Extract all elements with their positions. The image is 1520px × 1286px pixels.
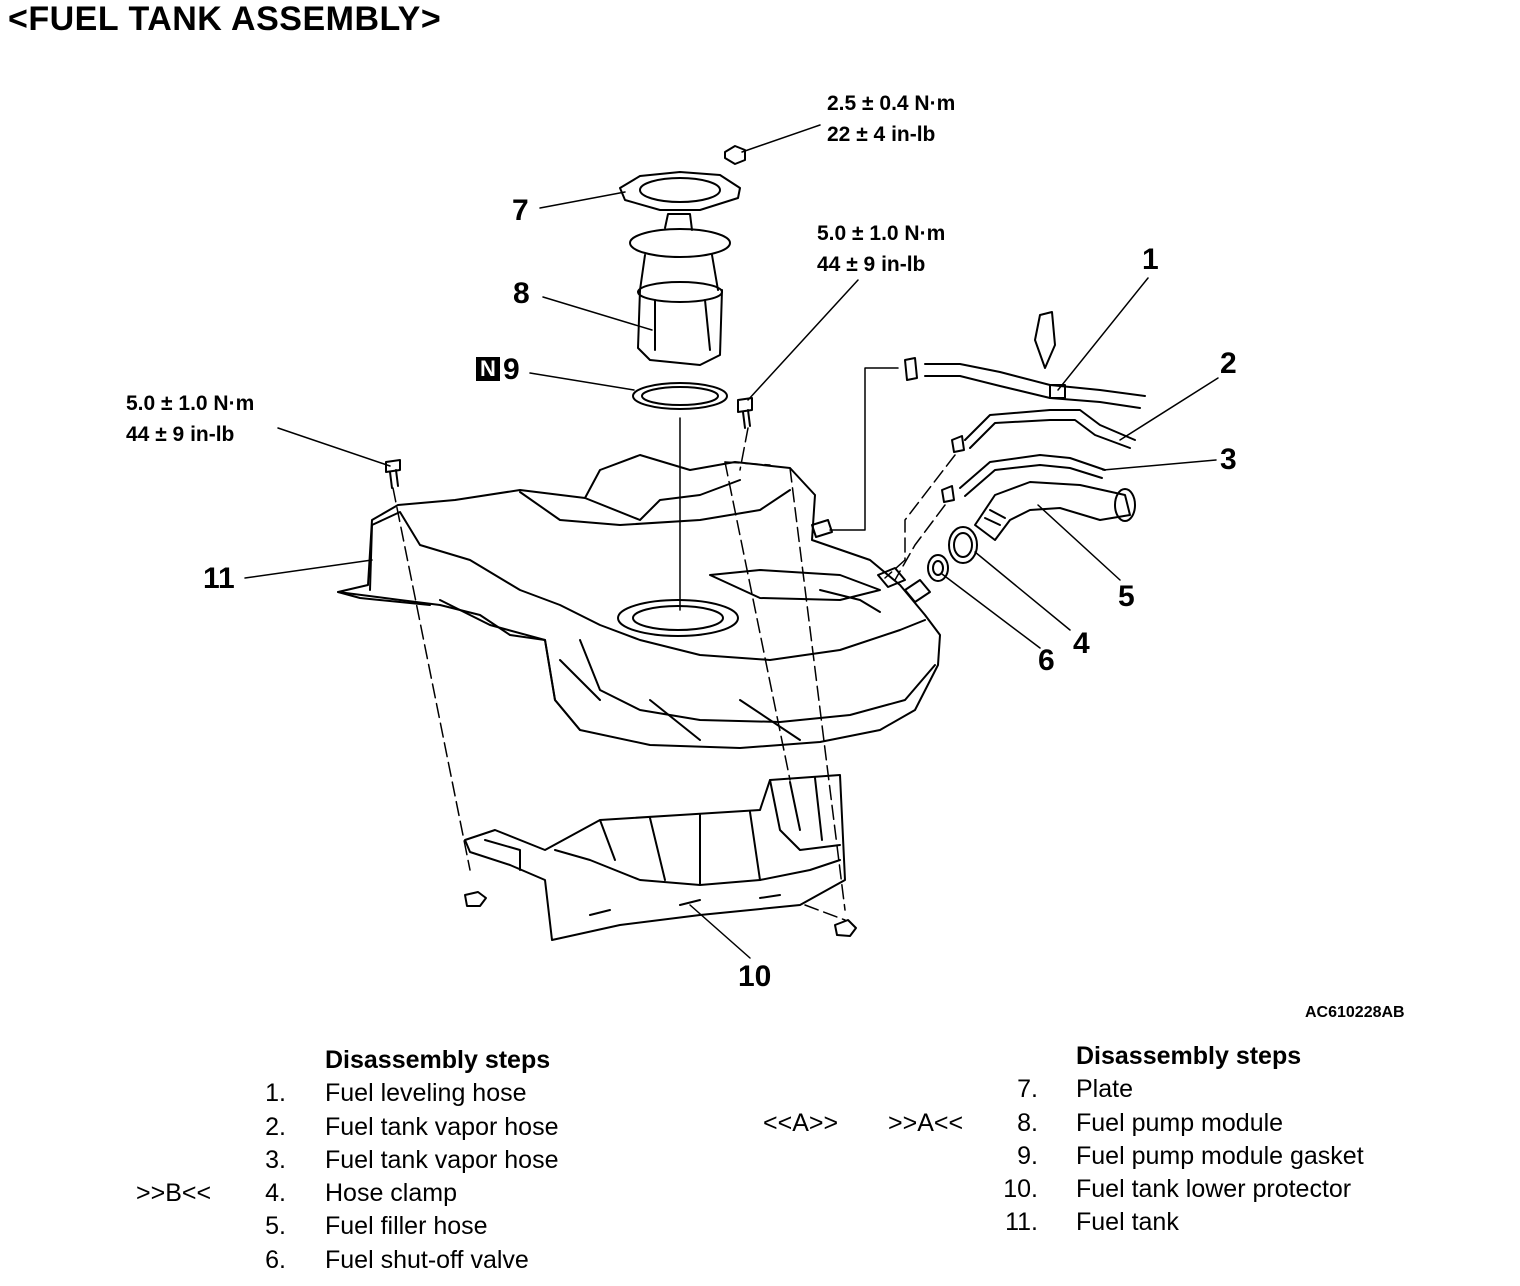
step-number: 7.	[1017, 1075, 1038, 1104]
step-label: Fuel leveling hose	[325, 1079, 527, 1108]
step-row: 3. Fuel tank vapor hose	[0, 1144, 700, 1177]
fuel-pump-module-gasket	[632, 382, 728, 410]
right-steps-heading: Disassembly steps	[1076, 1042, 1302, 1070]
fuel-tank-vapor-hose-2	[951, 409, 1136, 453]
callout-1: 1	[1142, 243, 1159, 276]
plate-nut	[724, 145, 746, 165]
step-row: <<A>> >>A<< 8. Fuel pump module	[0, 1107, 1520, 1140]
install-mark: >>A<<	[888, 1108, 964, 1137]
step-number: 4.	[265, 1179, 286, 1208]
callout-11: 11	[203, 562, 235, 595]
torque-nm: 2.5 ± 0.4 N·m	[827, 92, 956, 115]
step-row: 11. Fuel tank	[0, 1206, 1520, 1239]
right-bolt	[737, 397, 753, 429]
torque-inlb: 44 ± 9 in-lb	[817, 253, 926, 276]
step-label: Fuel shut-off valve	[325, 1245, 529, 1274]
step-mark: >>B<<	[136, 1179, 212, 1208]
torque-left-bolt: 5.0 ± 1.0 N·m 44 ± 9 in-lb	[126, 388, 254, 450]
assembly-guide-lines	[392, 427, 956, 921]
step-row: 9. Fuel pump module gasket	[0, 1140, 1520, 1173]
callout-5: 5	[1118, 580, 1135, 613]
step-number: 10.	[1003, 1175, 1038, 1204]
removal-mark: <<A>>	[763, 1108, 839, 1137]
callout-3: 3	[1220, 443, 1237, 476]
step-number: 2.	[265, 1112, 286, 1141]
step-label: Hose clamp	[325, 1179, 457, 1208]
hose-clamp	[948, 526, 978, 564]
step-row: 5. Fuel filler hose	[0, 1210, 700, 1243]
fuel-filler-hose	[974, 481, 1136, 541]
fuel-pump-module	[629, 213, 731, 366]
step-number: 9.	[1017, 1141, 1038, 1170]
torque-nm: 5.0 ± 1.0 N·m	[817, 222, 946, 245]
torque-inlb: 22 ± 4 in-lb	[827, 123, 936, 146]
fuel-tank-lower-protector	[464, 774, 846, 941]
callout-2: 2	[1220, 347, 1237, 380]
callout-9-number: 9	[503, 353, 520, 386]
step-label: Plate	[1076, 1075, 1133, 1104]
callout-4: 4	[1073, 627, 1090, 660]
left-disassembly-steps: Disassembly steps 1. Fuel leveling hose …	[0, 1044, 700, 1277]
step-number: 6.	[265, 1245, 286, 1274]
left-bolt	[385, 459, 401, 489]
step-label: Fuel filler hose	[325, 1212, 488, 1241]
new-part-badge: N	[476, 357, 500, 381]
step-number: 11.	[1005, 1208, 1038, 1237]
step-number: 5.	[265, 1212, 286, 1241]
plate	[619, 171, 741, 211]
step-row: 10. Fuel tank lower protector	[0, 1173, 1520, 1206]
right-disassembly-steps: Disassembly steps 7. Plate <<A>> >>A<< 8…	[0, 1040, 1520, 1240]
step-label: Fuel pump module	[1076, 1108, 1284, 1137]
fuel-leveling-hose	[904, 311, 1146, 409]
callout-7: 7	[512, 194, 529, 227]
step-label: Fuel tank	[1076, 1208, 1179, 1237]
step-row: 7. Plate	[0, 1073, 1520, 1106]
step-row: 1. Fuel leveling hose	[0, 1077, 700, 1110]
callout-6: 6	[1038, 644, 1055, 677]
step-label: Fuel tank vapor hose	[325, 1112, 559, 1141]
callout-10: 10	[738, 960, 772, 993]
step-number: 8.	[1017, 1108, 1038, 1137]
torque-inlb: 44 ± 9 in-lb	[126, 423, 235, 446]
fuel-tank	[337, 454, 941, 749]
step-row: >>B<< 4. Hose clamp	[0, 1177, 700, 1210]
protector-nut-right	[834, 919, 857, 937]
step-row: 2. Fuel tank vapor hose	[0, 1111, 700, 1144]
step-label: Fuel pump module gasket	[1076, 1141, 1364, 1170]
torque-plate-nut: 2.5 ± 0.4 N·m 22 ± 4 in-lb	[827, 88, 955, 150]
fuel-tank-vapor-hose-3	[941, 454, 1106, 503]
left-steps-heading: Disassembly steps	[325, 1046, 551, 1074]
protector-nut-left	[464, 891, 487, 907]
torque-right-bolt: 5.0 ± 1.0 N·m 44 ± 9 in-lb	[817, 218, 945, 280]
step-number: 3.	[265, 1145, 286, 1174]
step-number: 1.	[265, 1079, 286, 1108]
figure-code: AC610228AB	[1305, 1004, 1405, 1021]
torque-nm: 5.0 ± 1.0 N·m	[126, 392, 255, 415]
callout-8: 8	[513, 277, 530, 310]
leader-lines	[244, 124, 1219, 959]
step-label: Fuel tank lower protector	[1076, 1175, 1352, 1204]
step-label: Fuel tank vapor hose	[325, 1145, 559, 1174]
step-row: 6. Fuel shut-off valve	[0, 1244, 700, 1277]
page-title: <FUEL TANK ASSEMBLY>	[8, 0, 442, 38]
